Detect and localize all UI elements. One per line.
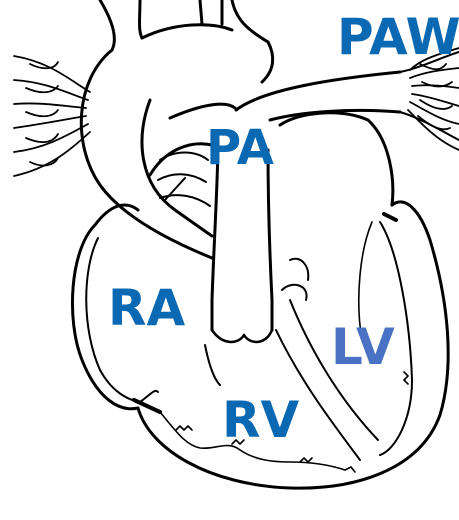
label-pa: PA (206, 124, 274, 172)
label-rv: RV (222, 395, 299, 445)
label-lv: LV (331, 322, 395, 372)
label-paw: PAW (337, 12, 459, 62)
label-ra: RA (108, 283, 185, 333)
left-lung-vessels (14, 56, 90, 176)
